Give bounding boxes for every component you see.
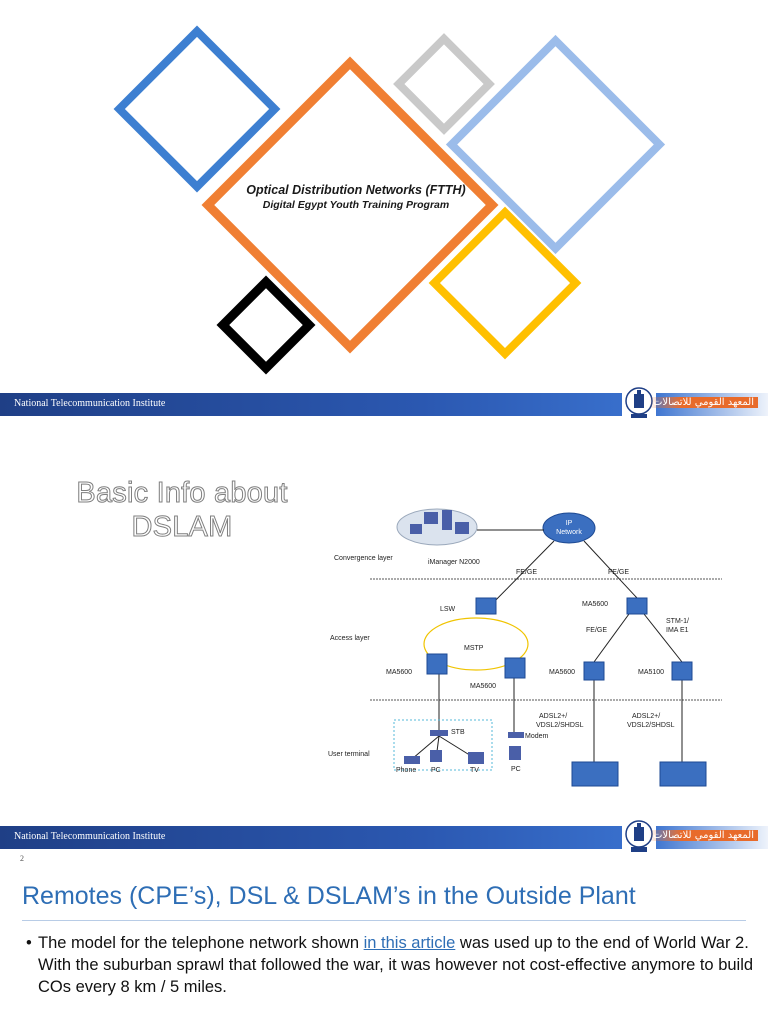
adsl-left-label: ADSL2+/: [539, 713, 567, 720]
stb-label: STB: [451, 729, 465, 736]
adsl-right-label: ADSL2+/: [632, 713, 660, 720]
fege-mid-label: FE/GE: [586, 627, 607, 634]
vdsl-right-label: VDSL2/SHDSL: [627, 722, 675, 729]
network-label: Network: [556, 529, 582, 536]
server-icon: [442, 510, 452, 530]
footer-bar: National Telecommunication Institute الم…: [0, 384, 768, 418]
footer-institute-ar: المعهد القومي للاتصالات: [648, 397, 758, 408]
user-terminal-label: User terminal: [328, 751, 370, 758]
mstp-label: MSTP: [464, 645, 484, 652]
ma5600-top-switch-icon: [626, 597, 648, 615]
imanager-label: iManager N2000: [428, 559, 480, 566]
pc-icon: [455, 522, 469, 534]
phone-label: Phone: [396, 767, 416, 774]
lsw-label: LSW: [440, 606, 456, 613]
slide-1-title: Optical Distribution Networks (FTTH): [246, 183, 466, 197]
lsw-switch-icon: [475, 597, 497, 615]
pc-icon: [509, 746, 521, 760]
slide-1: Optical Distribution Networks (FTTH) Dig…: [0, 0, 768, 418]
pc-icon: [410, 524, 422, 534]
pc2-label: PC: [511, 766, 521, 773]
ip-label: IP: [566, 520, 573, 527]
title-divider: [22, 920, 746, 921]
body-text-before: The model for the telephone network show…: [38, 934, 364, 952]
stb-icon: [430, 730, 448, 736]
ma5600-top-label: MA5600: [582, 601, 608, 608]
title-block: Optical Distribution Networks (FTTH) Dig…: [236, 182, 476, 212]
stm-label: STM-1/: [666, 618, 689, 625]
building-left-icon: [571, 761, 619, 787]
user-terminal-group: [393, 719, 493, 771]
access-layer-label: Access layer: [330, 635, 370, 642]
ma5600-mid-switch-icon: [583, 661, 605, 681]
footer-institute-ar: المعهد القومي للاتصالات: [648, 830, 758, 841]
bullet-text: The model for the telephone network show…: [26, 932, 756, 998]
dslam-network-diagram: IP Network: [324, 494, 724, 824]
bullet-icon: •: [26, 934, 32, 952]
slide-3: 2 Remotes (CPE’s), DSL & DSLAM’s in the …: [0, 852, 768, 1024]
ip-network-cloud-icon: [542, 512, 596, 544]
vdsl-left-label: VDSL2/SHDSL: [536, 722, 584, 729]
page-number: 2: [20, 854, 24, 863]
slide-1-subtitle: Digital Egypt Youth Training Program: [262, 199, 450, 211]
ma5600-left-switch-icon: [426, 653, 448, 675]
pc-icon: [430, 750, 442, 762]
building-right-icon: [659, 761, 707, 787]
slide-3-body: • The model for the telephone network sh…: [26, 932, 756, 998]
modem-icon: [508, 732, 524, 738]
ima-e1-label: IMA E1: [666, 627, 689, 634]
fege-right-label: FE/GE: [608, 569, 629, 576]
management-cloud-icon: [396, 508, 478, 546]
footer-institute-en: National Telecommunication Institute: [14, 398, 166, 409]
ma5100-switch-icon: [671, 661, 693, 681]
tv-label: TV: [470, 767, 479, 774]
mstp-ring: [423, 617, 529, 671]
ma5600-left-label: MA5600: [386, 669, 412, 676]
footer-institute-en: National Telecommunication Institute: [14, 831, 166, 842]
fege-left-label: FE/GE: [516, 569, 537, 576]
body-text-after: was used up to the end of World War 2. W…: [38, 934, 754, 996]
slide-2-title: Basic Info about DSLAM: [76, 477, 288, 544]
tv-icon: [468, 752, 484, 764]
slide-2: Basic Info about DSLAM IP Network: [0, 418, 768, 852]
footer-bar: National Telecommunication Institute الم…: [0, 817, 768, 852]
slide-3-title: Remotes (CPE’s), DSL & DSLAM’s in the Ou…: [22, 882, 636, 910]
convergence-layer-label: Convergence layer: [334, 555, 393, 562]
ma5100-label: MA5100: [638, 669, 664, 676]
phone-icon: [404, 756, 420, 764]
ma5600-mid-label: MA5600: [549, 669, 575, 676]
article-link[interactable]: in this article: [363, 934, 456, 952]
pc-label: PC: [431, 767, 441, 774]
server-icon: [424, 512, 438, 524]
modem-label: Modem: [525, 733, 549, 740]
ma5600-ring-label: MA5600: [470, 683, 496, 690]
ma5600-ring-switch-icon: [504, 657, 526, 679]
